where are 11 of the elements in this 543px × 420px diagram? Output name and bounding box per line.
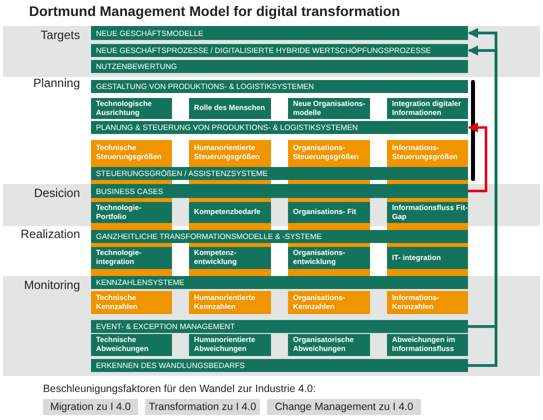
title: Dortmund Management Model for digital transformation [29, 3, 400, 19]
stage-label: Planning [33, 76, 80, 90]
stage-label: Desicion [34, 186, 80, 200]
factor-box: Transformation zu I 4.0 [145, 399, 260, 415]
note-text: Beschleunigungsfaktoren für den Wandel zur Industrie 4.0: [43, 383, 316, 395]
factor-box: Change Management zu I 4.0 [267, 399, 421, 415]
factor-box: Migration zu I 4.0 [43, 399, 138, 415]
stage-label: Monitoring [24, 278, 80, 292]
arrow [468, 122, 488, 192]
stage-label: Targets [40, 28, 80, 42]
stage-label: Realization [20, 227, 80, 241]
